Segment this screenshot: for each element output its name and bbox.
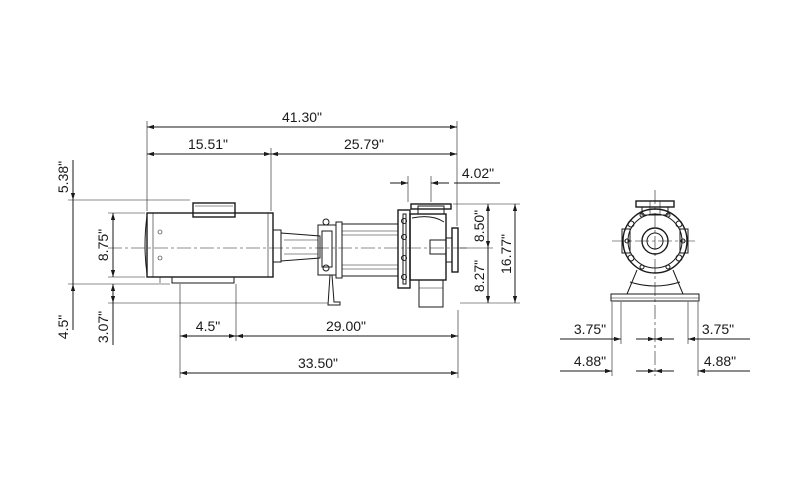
dim-suction-height: 8.27" (471, 260, 487, 292)
dim-foot-height: 3.07" (95, 311, 111, 343)
dim-motor-diameter: 8.75" (95, 229, 111, 261)
dim-overall-length: 41.30" (282, 109, 322, 125)
dim-motor-height-top: 5.38" (55, 161, 71, 193)
dim-foot-offset: 4.5" (196, 318, 220, 334)
dim-end-outer-right: 4.88" (704, 353, 736, 369)
dim-base-height: 4.5" (55, 315, 71, 339)
dimension-labels: 41.30" 15.51" 25.79" 4.02" 5.38" 8.75" 4… (55, 109, 736, 371)
dim-motor-length: 15.51" (188, 136, 228, 152)
dim-end-inner-left: 3.75" (574, 321, 606, 337)
dim-end-outer-left: 4.88" (574, 353, 606, 369)
dim-suction-offset: 4.02" (462, 165, 494, 181)
dim-end-inner-right: 3.75" (702, 321, 734, 337)
dim-overall-height: 16.77" (498, 234, 514, 274)
bracket (272, 218, 399, 306)
motor (144, 202, 274, 284)
dim-base-length: 33.50" (298, 355, 338, 371)
dim-discharge-height: 8.50" (471, 210, 487, 242)
dimension-lines (70, 124, 750, 376)
pump-casing (397, 203, 459, 308)
dim-foot-span: 29.00" (326, 318, 366, 334)
dim-pump-length: 25.79" (344, 136, 384, 152)
